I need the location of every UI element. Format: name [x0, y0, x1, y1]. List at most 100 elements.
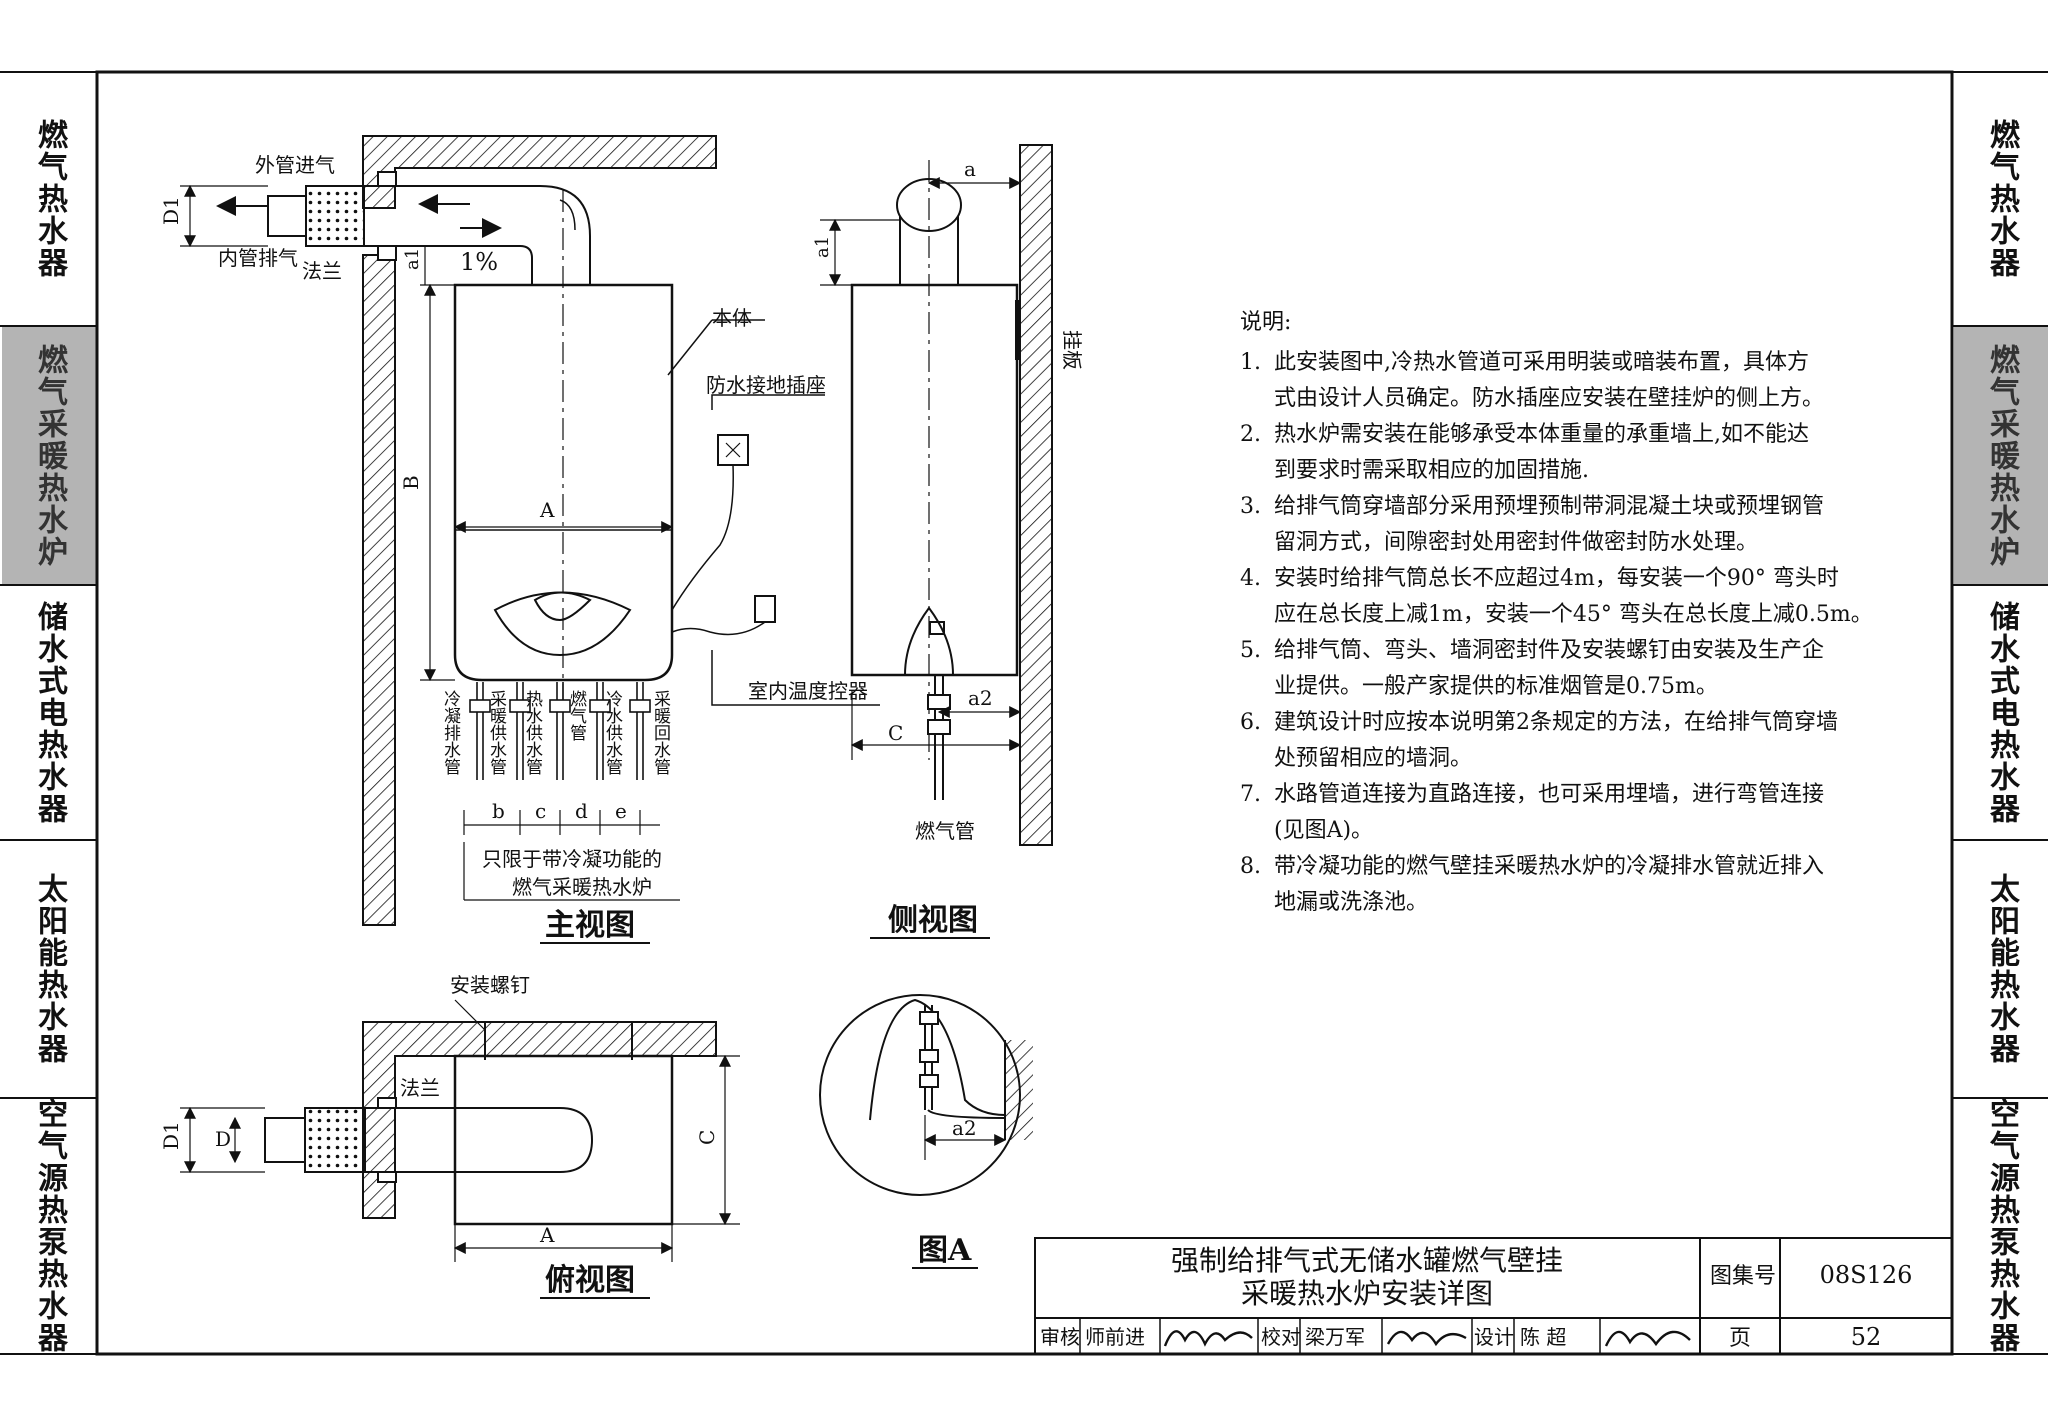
- svg-text:侧视图: 侧视图: [888, 903, 978, 938]
- category-tab[interactable]: 储水式电热水器: [2, 585, 96, 840]
- note-text: 带冷凝功能的燃气壁挂采暖热水炉的冷凝排水管就近排入地漏或洗涤池。: [1274, 849, 1880, 921]
- svg-text:俯视图: 俯视图: [545, 1263, 635, 1298]
- category-tab-label: 燃气热水器: [32, 119, 67, 279]
- svg-text:a2: a2: [952, 1116, 977, 1140]
- svg-text:师前进: 师前进: [1085, 1325, 1145, 1349]
- category-tab-label: 太阳能热水器: [32, 873, 67, 1065]
- note-text: 给排气筒、弯头、墙洞密封件及安装螺钉由安装及生产企业提供。一般产家提供的标准烟管…: [1274, 633, 1880, 705]
- note-line: 安装时给排气筒总长不应超过4m，每安装一个90° 弯头时: [1274, 566, 1839, 591]
- note-text: 安装时给排气筒总长不应超过4m，每安装一个90° 弯头时应在总长度上减1m，安装…: [1274, 561, 1880, 633]
- svg-text:a: a: [964, 157, 976, 181]
- category-tab-label: 空气源热泵热水器: [1984, 1098, 2019, 1354]
- note-line: 地漏或洗涤池。: [1274, 890, 1429, 915]
- note-line: 给排气筒穿墙部分采用预埋预制带洞混凝土块或预埋钢管: [1274, 494, 1825, 519]
- note-line: 式由设计人员确定。防水插座应安装在壁挂炉的侧上方。: [1274, 386, 1825, 411]
- svg-text:主视图: 主视图: [545, 908, 635, 943]
- tab-separators: [0, 325, 2048, 1099]
- note-line: 应在总长度上减1m，安装一个45° 弯头在总长度上减0.5m。: [1274, 602, 1873, 627]
- svg-text:a1: a1: [812, 236, 833, 258]
- category-tab[interactable]: 储水式电热水器: [1954, 585, 2048, 840]
- note-text: 给排气筒穿墙部分采用预埋预制带洞混凝土块或预埋钢管留洞方式，间隙密封处用密封件做…: [1274, 489, 1880, 561]
- pipe-label: 热水供水管: [522, 690, 543, 775]
- svg-text:e: e: [615, 799, 627, 823]
- svg-text:强制给排气式无储水罐燃气壁挂: 强制给排气式无储水罐燃气壁挂: [1171, 1244, 1563, 1277]
- category-tab[interactable]: 燃气采暖热水炉: [2, 326, 96, 585]
- pipe-label: 冷水供水管: [602, 690, 623, 775]
- svg-text:1%: 1%: [460, 248, 498, 276]
- svg-text:燃气管: 燃气管: [915, 819, 975, 843]
- note-item: 8. 带冷凝功能的燃气壁挂采暖热水炉的冷凝排水管就近排入地漏或洗涤池。: [1240, 849, 1880, 921]
- title-block-text: 强制给排气式无储水罐燃气壁挂 采暖热水炉安装详图 图集号 08S126 页 52…: [1040, 1244, 1912, 1351]
- note-line: 水路管道连接为直路连接，也可采用埋墙，进行弯管连接: [1274, 782, 1825, 807]
- front-view-labels: 外管进气 内管排气 法兰 1% 本体 防水接地插座 室内温度控器 只限于带冷凝功…: [159, 153, 868, 943]
- installation-notes: 说明: 1. 此安装图中,冷热水管道可采用明装或暗装布置，具体方式由设计人员确定。…: [1240, 305, 1880, 921]
- side-view: [820, 144, 1053, 846]
- note-item: 4.安装时给排气筒总长不应超过4m，每安装一个90° 弯头时应在总长度上减1m，…: [1240, 561, 1880, 633]
- note-line: 建筑设计时应按本说明第2条规定的方法，在给排气筒穿墙: [1274, 710, 1838, 735]
- note-number: 1.: [1240, 350, 1261, 375]
- note-text: 热水炉需安装在能够承受本体重量的承重墙上,如不能达到要求时需采取相应的加固措施.: [1274, 417, 1880, 489]
- category-tab[interactable]: 太阳能热水器: [2, 840, 96, 1098]
- category-tab[interactable]: 空气源热泵热水器: [1954, 1098, 2048, 1354]
- note-number: 2.: [1240, 422, 1261, 447]
- pipe-label: 采暖回水管: [650, 690, 671, 775]
- category-tab[interactable]: 太阳能热水器: [1954, 840, 2048, 1098]
- note-number: 7.: [1240, 782, 1261, 807]
- note-line: 带冷凝功能的燃气壁挂采暖热水炉的冷凝排水管就近排入: [1274, 854, 1825, 879]
- svg-text:B: B: [399, 475, 423, 490]
- note-number: 6.: [1240, 710, 1261, 735]
- note-line: 热水炉需安装在能够承受本体重量的承重墙上,如不能达: [1274, 422, 1809, 447]
- note-item: 1. 此安装图中,冷热水管道可采用明装或暗装布置，具体方式由设计人员确定。防水插座…: [1240, 345, 1880, 417]
- svg-text:本体: 本体: [712, 306, 752, 330]
- svg-text:校对: 校对: [1261, 1325, 1301, 1349]
- note-number: 8.: [1240, 854, 1261, 879]
- note-text: 此安装图中,冷热水管道可采用明装或暗装布置，具体方式由设计人员确定。防水插座应安…: [1274, 345, 1880, 417]
- svg-text:内管排气: 内管排气: [218, 246, 298, 270]
- pipe-label: 燃气管: [566, 690, 587, 741]
- svg-text:图集号: 图集号: [1710, 1264, 1776, 1289]
- detail-a-labels: a2 图A: [918, 1116, 977, 1268]
- notes-title: 说明:: [1240, 310, 1292, 335]
- category-tab-label: 储水式电热水器: [1984, 600, 2019, 825]
- category-tab[interactable]: 燃气热水器: [1954, 72, 2048, 326]
- note-line: 给排气筒、弯头、墙洞密封件及安装螺钉由安装及生产企: [1274, 638, 1825, 663]
- category-tab-label: 燃气采暖热水炉: [1984, 343, 2019, 568]
- note-line: 留洞方式，间隙密封处用密封件做密封防水处理。: [1274, 530, 1759, 555]
- category-tab-label: 空气源热泵热水器: [32, 1098, 67, 1354]
- svg-text:b: b: [492, 799, 505, 823]
- svg-text:D1: D1: [159, 196, 183, 225]
- svg-text:燃气采暖热水炉: 燃气采暖热水炉: [512, 875, 652, 899]
- svg-text:c: c: [535, 799, 546, 823]
- svg-text:法兰: 法兰: [302, 259, 342, 283]
- svg-text:外管进气: 外管进气: [255, 153, 335, 177]
- svg-text:A: A: [539, 498, 555, 522]
- note-text: 建筑设计时应按本说明第2条规定的方法，在给排气筒穿墙处预留相应的墙洞。: [1274, 705, 1880, 777]
- title-block: [1034, 1237, 1953, 1355]
- note-line: 此安装图中,冷热水管道可采用明装或暗装布置，具体方: [1274, 350, 1809, 375]
- category-tab[interactable]: 燃气采暖热水炉: [1954, 326, 2048, 585]
- category-tab[interactable]: 空气源热泵热水器: [2, 1098, 96, 1354]
- svg-text:A: A: [539, 1223, 555, 1247]
- category-tab[interactable]: 燃气热水器: [2, 72, 96, 326]
- svg-text:梁万军: 梁万军: [1305, 1325, 1365, 1349]
- note-item: 5.给排气筒、弯头、墙洞密封件及安装螺钉由安装及生产企业提供。一般产家提供的标准…: [1240, 633, 1880, 705]
- top-view-labels: 安装螺钉 法兰 D1 D C A 俯视图: [159, 973, 719, 1298]
- svg-text:设计: 设计: [1474, 1325, 1514, 1349]
- note-item: 6. 建筑设计时应按本说明第2条规定的方法，在给排气筒穿墙处预留相应的墙洞。: [1240, 705, 1880, 777]
- category-tab-label: 储水式电热水器: [32, 600, 67, 825]
- svg-text:挂板: 挂板: [1060, 330, 1084, 370]
- note-line: 处预留相应的墙洞。: [1274, 746, 1473, 771]
- svg-text:C: C: [695, 1130, 719, 1145]
- category-tab-label: 太阳能热水器: [1984, 873, 2019, 1065]
- front-view: [180, 135, 880, 926]
- svg-text:安装螺钉: 安装螺钉: [450, 973, 530, 997]
- svg-text:只限于带冷凝功能的: 只限于带冷凝功能的: [482, 847, 662, 871]
- pipe-labels: 冷凝排水管采暖供水管热水供水管燃气管冷水供水管采暖回水管: [440, 690, 671, 775]
- svg-text:a1: a1: [402, 248, 423, 270]
- svg-text:d: d: [575, 799, 588, 823]
- svg-text:法兰: 法兰: [400, 1076, 440, 1100]
- svg-text:图A: 图A: [918, 1233, 972, 1268]
- svg-text:室内温度控器: 室内温度控器: [748, 679, 868, 703]
- top-view: [180, 999, 740, 1262]
